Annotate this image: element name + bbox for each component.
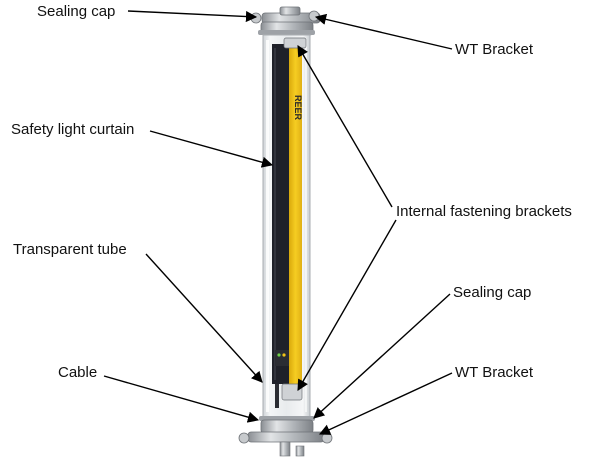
leader-arrows: [103, 10, 453, 435]
arrow-internal-bracket-bottom: [297, 219, 397, 391]
label-wt-bracket-bottom: WT Bracket: [455, 364, 534, 381]
brand-logo: REER: [293, 95, 303, 121]
arrow-cable: [103, 375, 260, 423]
sealing-cap-top: [258, 21, 315, 36]
wt-bracket-top: [250, 6, 321, 24]
label-transparent-tube: Transparent tube: [13, 241, 127, 258]
label-wt-bracket-top: WT Bracket: [455, 41, 534, 58]
arrow-safety-light-curtain: [149, 130, 274, 168]
arrow-internal-bracket-top: [297, 45, 393, 208]
arrow-sealing-cap-top: [127, 10, 258, 23]
label-sealing-cap-bottom: Sealing cap: [453, 284, 532, 301]
internal-fastening-bracket-bottom: [281, 383, 303, 401]
sealing-cap-bottom: [259, 416, 315, 434]
arrow-transparent-tube: [145, 253, 263, 383]
label-cable: Cable: [58, 364, 98, 381]
arrow-sealing-cap-bottom: [313, 293, 451, 419]
wt-bracket-bottom: [238, 431, 333, 457]
label-internal-fastening-brackets: Internal fastening brackets: [396, 203, 572, 220]
arrow-wt-bracket-top: [314, 13, 453, 50]
safety-light-curtain: REER: [272, 44, 303, 384]
arrow-wt-bracket-bottom: [318, 372, 453, 435]
internal-fastening-bracket-top: [283, 37, 307, 49]
label-sealing-cap-top: Sealing cap: [37, 3, 116, 20]
label-safety-light-curtain: Safety light curtain: [11, 121, 135, 138]
